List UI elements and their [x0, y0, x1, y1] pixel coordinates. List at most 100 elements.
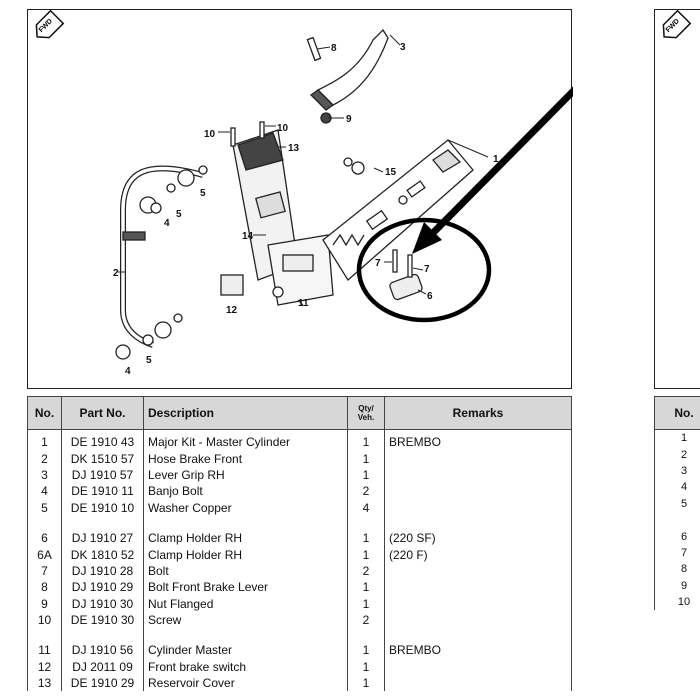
callout-7b: 7	[424, 264, 430, 275]
cell-no: 11	[27, 638, 62, 659]
cell-no: 5	[27, 499, 62, 516]
cell-no: 4	[27, 483, 62, 500]
callout-4b: 4	[125, 366, 131, 377]
callout-12: 12	[226, 305, 238, 316]
group-spacer	[27, 515, 572, 526]
cell-no: 3	[27, 466, 62, 484]
cell-part: DK 1510 57	[61, 450, 144, 467]
cell-desc: Major Kit - Master Cylinder	[143, 429, 348, 451]
cell-remarks	[384, 450, 572, 467]
cell-remarks	[384, 675, 572, 692]
cell-desc: Cylinder Master	[143, 638, 348, 659]
header-description: Description	[143, 396, 348, 430]
cell-no: 7	[27, 562, 62, 580]
cell-desc: Banjo Bolt	[143, 483, 348, 500]
cell-remarks	[384, 466, 572, 484]
callout-1: 1	[493, 154, 499, 165]
callout-9: 9	[346, 114, 352, 125]
cell-part: DJ 1910 56	[61, 638, 144, 659]
table-row	[654, 511, 700, 529]
cell-desc: Nut Flanged	[143, 595, 348, 612]
cell-part: DJ 1910 57	[61, 466, 144, 484]
diagram-svg: FWD	[35, 9, 606, 377]
cell-remarks	[384, 499, 572, 516]
cell-desc: Hose Brake Front	[143, 450, 348, 467]
table-row: 5	[654, 495, 700, 512]
callout-13: 13	[288, 143, 300, 154]
table-row: 6	[654, 528, 700, 545]
cell-no: 5	[654, 495, 700, 512]
callout-10b: 10	[277, 123, 289, 134]
leader-lines	[118, 34, 489, 306]
table-row: 3	[654, 462, 700, 480]
cell-no: 1	[27, 429, 62, 451]
cell-no: 8	[27, 579, 62, 596]
cell-no: 3	[654, 462, 700, 480]
cell-part: DE 1910 10	[61, 499, 144, 516]
cell-remarks	[384, 658, 572, 676]
cell-qty: 2	[347, 611, 385, 629]
cell-no: 6	[654, 528, 700, 545]
table-row: 9	[654, 577, 700, 594]
cell-part: DE 1910 11	[61, 483, 144, 500]
cell-qty: 1	[347, 450, 385, 467]
cell-qty: 1	[347, 658, 385, 676]
cell-qty: 2	[347, 562, 385, 580]
master-cylinder-assembly	[115, 28, 474, 360]
callout-3: 3	[400, 42, 406, 53]
cell-part: DJ 1910 28	[61, 562, 144, 580]
cell-qty: 2	[347, 483, 385, 500]
highlight-circle-icon	[356, 217, 492, 323]
cell-part: DK 1810 52	[61, 546, 144, 563]
cell-qty: 1	[347, 546, 385, 563]
cell-qty: 4	[347, 499, 385, 516]
cell-remarks: (220 F)	[384, 546, 572, 563]
callout-5b: 5	[176, 209, 182, 220]
cell-desc: Clamp Holder RH	[143, 546, 348, 563]
table-header-row: No. Part No. Description Qty/Veh. Remark…	[27, 396, 572, 430]
cell-part: DJ 2011 09	[61, 658, 144, 676]
cell-desc: Reservoir Cover	[143, 675, 348, 692]
cell-desc: Front brake switch	[143, 658, 348, 676]
cell-no: 1	[654, 429, 700, 447]
next-page-diagram: FWD	[654, 9, 700, 389]
cell-remarks: BREMBO	[384, 429, 572, 451]
cell-no: 2	[27, 450, 62, 467]
cell-remarks	[384, 562, 572, 580]
callout-14: 14	[242, 231, 254, 242]
cell-qty: 1	[347, 525, 385, 547]
cell-desc: Bolt Front Brake Lever	[143, 579, 348, 596]
callout-10a: 10	[204, 129, 216, 140]
cell-remarks	[384, 595, 572, 612]
cell-qty: 1	[347, 466, 385, 484]
cell-no: 10	[27, 611, 62, 629]
cell-no: 7	[654, 544, 700, 562]
cell-no: 9	[654, 577, 700, 594]
fwd-badge-icon-right: FWD	[662, 9, 692, 39]
cell-no: 6A	[27, 546, 62, 563]
table-row: 4	[654, 479, 700, 496]
cell-no: 13	[27, 675, 62, 692]
header-no: No.	[27, 396, 62, 430]
cell-no: 4	[654, 479, 700, 496]
callout-2: 2	[113, 268, 119, 279]
cell-part: DJ 1910 30	[61, 595, 144, 612]
next-page-svg: FWD	[662, 9, 692, 39]
cell-part: DE 1910 30	[61, 611, 144, 629]
cell-no: 12	[27, 658, 62, 676]
group-spacer	[27, 628, 572, 639]
callout-7a: 7	[375, 258, 381, 269]
cell-qty: 1	[347, 595, 385, 612]
